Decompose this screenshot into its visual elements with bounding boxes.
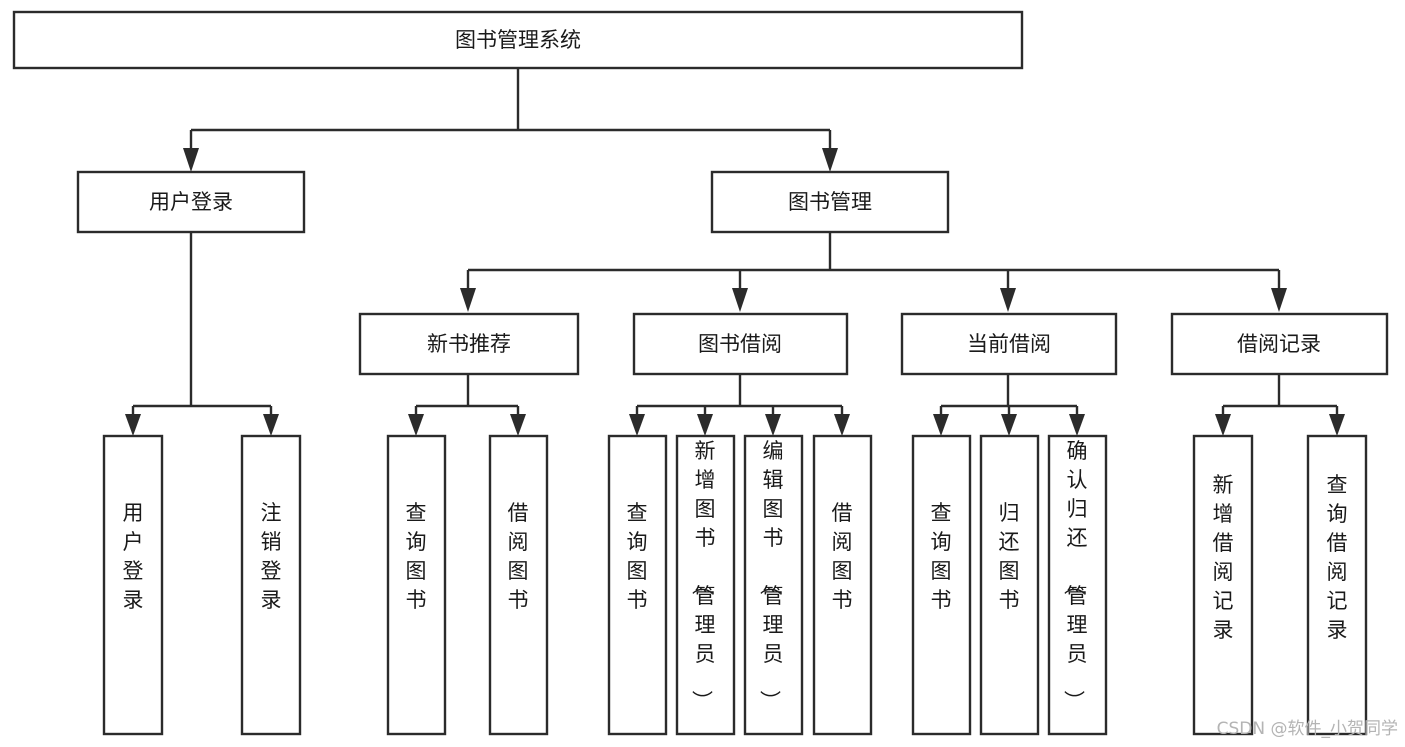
node-borrow-record-box[interactable] (1170, 312, 1389, 376)
leaf-book-borrow-0-label: 查询图书 (627, 501, 648, 612)
arrow-to-book-borrow (732, 288, 748, 312)
leaf-user-login-1-label: 注销登录 (261, 501, 282, 612)
arrow-to-borrow-record (1271, 288, 1287, 312)
leaf-current-borrow-2-label: 确认归还（管理员） (1062, 439, 1088, 711)
arrow-to-new-book (460, 288, 476, 312)
node-borrow-record-label: 借阅记录 (1237, 332, 1321, 356)
node-new-book-recommend[interactable]: 新书推荐 (358, 312, 580, 376)
leaf-borrow-record-0-label: 新增借阅记录 (1213, 473, 1234, 642)
node-root-box[interactable] (12, 10, 1024, 70)
leaf-current-borrow-1-box[interactable] (979, 434, 1040, 736)
arrow-book-borrow-leaf-1 (697, 414, 713, 436)
arrow-user-login-leaf-1 (263, 414, 279, 436)
leaf-book-borrow-0[interactable]: 查询图书 (607, 434, 668, 736)
node-user-login-box[interactable] (76, 170, 306, 234)
leaf-current-borrow-1[interactable]: 归还图书 (979, 434, 1040, 736)
leaf-borrow-record-0-box[interactable] (1192, 434, 1254, 736)
arrow-to-book-manage (822, 148, 838, 172)
arrow-to-user-login (183, 148, 199, 172)
arrow-to-current-borrow (1000, 288, 1016, 312)
arrow-borrow-record-leaf-0 (1215, 414, 1231, 436)
leaf-book-borrow-2[interactable]: 编辑图书（管理员） (743, 434, 804, 736)
node-book-manage-label: 图书管理 (788, 190, 872, 214)
leaf-current-borrow-0-label: 查询图书 (931, 501, 952, 612)
leaf-new-book-recommend-0-label: 查询图书 (406, 501, 427, 612)
arrow-user-login-leaf-0 (125, 414, 141, 436)
node-book-borrow[interactable]: 图书借阅 (632, 312, 849, 376)
node-book-borrow-label: 图书借阅 (698, 332, 782, 356)
arrow-new-book-leaf-1 (510, 414, 526, 436)
node-user-login[interactable]: 用户登录 (76, 170, 306, 234)
watermark-label: CSDN @软件_小贺同学 (1217, 719, 1398, 739)
arrow-book-borrow-leaf-2 (765, 414, 781, 436)
leaf-book-borrow-2-label: 编辑图书（管理员） (758, 439, 784, 711)
connector-layer (125, 68, 1345, 436)
node-root[interactable]: 图书管理系统 (12, 10, 1024, 70)
leaf-borrow-record-1[interactable]: 查询借阅记录 (1306, 434, 1368, 736)
leaf-borrow-record-1-label: 查询借阅记录 (1327, 473, 1348, 642)
leaf-book-borrow-2-box[interactable] (743, 434, 804, 736)
leaf-book-borrow-3-box[interactable] (812, 434, 873, 736)
leaf-book-borrow-3-label: 借阅图书 (832, 501, 853, 612)
leaf-book-borrow-1-box[interactable] (675, 434, 736, 736)
node-book-borrow-box[interactable] (632, 312, 849, 376)
arrow-book-borrow-leaf-0 (629, 414, 645, 436)
node-user-login-label: 用户登录 (149, 190, 233, 214)
node-new-book-recommend-box[interactable] (358, 312, 580, 376)
leaf-current-borrow-0-box[interactable] (911, 434, 972, 736)
leaf-user-login-1-box[interactable] (240, 434, 302, 736)
arrow-current-borrow-leaf-1 (1001, 414, 1017, 436)
leaf-user-login-1[interactable]: 注销登录 (240, 434, 302, 736)
arrow-current-borrow-leaf-2 (1069, 414, 1085, 436)
node-root-label: 图书管理系统 (455, 28, 581, 52)
leaf-book-borrow-1[interactable]: 新增图书（管理员） (675, 434, 736, 736)
node-current-borrow[interactable]: 当前借阅 (900, 312, 1118, 376)
node-borrow-record[interactable]: 借阅记录 (1170, 312, 1389, 376)
node-new-book-recommend-label: 新书推荐 (427, 332, 511, 356)
node-book-manage-box[interactable] (710, 170, 950, 234)
leaf-user-login-0-label: 用户登录 (123, 501, 144, 612)
node-current-borrow-box[interactable] (900, 312, 1118, 376)
leaf-new-book-recommend-1-box[interactable] (488, 434, 549, 736)
leaf-book-borrow-0-box[interactable] (607, 434, 668, 736)
arrow-book-borrow-leaf-3 (834, 414, 850, 436)
leaf-new-book-recommend-1-label: 借阅图书 (508, 501, 529, 612)
leaf-book-borrow-1-label: 新增图书（管理员） (690, 439, 716, 711)
leaf-current-borrow-1-label: 归还图书 (999, 501, 1020, 612)
leaf-user-login-0[interactable]: 用户登录 (102, 434, 164, 736)
arrow-current-borrow-leaf-0 (933, 414, 949, 436)
leaf-borrow-record-0[interactable]: 新增借阅记录 (1192, 434, 1254, 736)
arrow-new-book-leaf-0 (408, 414, 424, 436)
leaf-borrow-record-1-box[interactable] (1306, 434, 1368, 736)
leaf-current-borrow-2[interactable]: 确认归还（管理员） (1047, 434, 1108, 736)
node-book-manage[interactable]: 图书管理 (710, 170, 950, 234)
leaf-user-login-0-box[interactable] (102, 434, 164, 736)
leaf-new-book-recommend-1[interactable]: 借阅图书 (488, 434, 549, 736)
leaf-current-borrow-0[interactable]: 查询图书 (911, 434, 972, 736)
node-current-borrow-label: 当前借阅 (967, 332, 1051, 356)
leaf-current-borrow-2-box[interactable] (1047, 434, 1108, 736)
leaf-book-borrow-3[interactable]: 借阅图书 (812, 434, 873, 736)
arrow-borrow-record-leaf-1 (1329, 414, 1345, 436)
leaf-new-book-recommend-0-box[interactable] (386, 434, 447, 736)
leaf-new-book-recommend-0[interactable]: 查询图书 (386, 434, 447, 736)
